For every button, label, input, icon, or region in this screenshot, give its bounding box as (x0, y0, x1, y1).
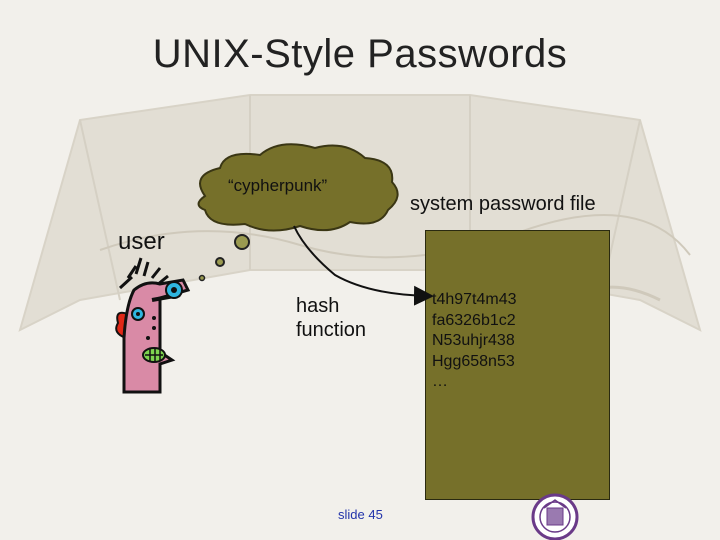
thought-bubble-medium (215, 257, 225, 267)
password-file-label: system password file (410, 193, 596, 215)
hash-function-label: hash function (296, 294, 366, 342)
hash-label-line1: hash (296, 295, 340, 317)
password-file-box (425, 230, 610, 500)
file-entry: t4h97t4m43 (432, 291, 517, 308)
thought-text: “cypherpunk” (228, 176, 328, 195)
file-entry: … (432, 373, 448, 390)
user-face-icon (115, 257, 191, 394)
slide-number: slide 45 (338, 507, 383, 522)
file-entry: N53uhjr438 (432, 332, 515, 349)
user-label: user (118, 228, 165, 255)
slide-title: UNIX-Style Passwords (152, 32, 568, 76)
password-file-entries: t4h97t4m43 fa6326b1c2 N53uhjr438 Hgg658n… (432, 290, 517, 393)
university-seal-icon (531, 493, 579, 540)
thought-bubble-small (198, 274, 206, 282)
file-entry: fa6326b1c2 (432, 311, 516, 329)
hash-arrow (293, 225, 434, 306)
thought-bubble-large (234, 234, 250, 250)
file-entry: Hgg658n53 (432, 352, 515, 370)
hash-label-line2: function (296, 319, 367, 341)
